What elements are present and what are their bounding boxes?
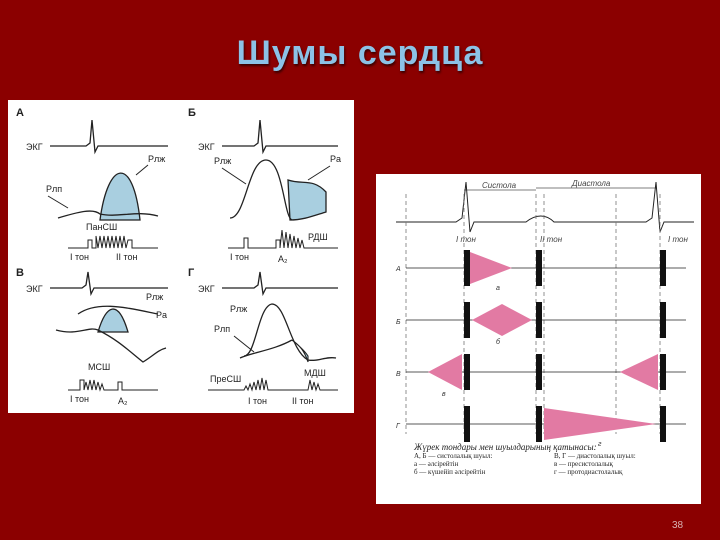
panel-g-letter: Г <box>188 267 195 279</box>
legend-col1-line3: б — күшейіп әлсірейтін <box>414 468 486 476</box>
legend-table: Жүрек тондары мен шуылдарының қатынасы: … <box>414 442 694 476</box>
row-a: А а <box>395 250 686 292</box>
panel-b-plv-label: Pлж <box>214 156 231 166</box>
panel-g: Г ЭКГ Pлж Pлп ПреСШ МДШ I тон II тон <box>188 267 338 406</box>
legend-col1-line2: а — әлсірейтін <box>414 460 459 468</box>
panel-b-pa-label: Pа <box>330 154 341 164</box>
panel-g-murmur1-label: ПреСШ <box>210 374 241 384</box>
panel-v-letter: В <box>16 267 24 279</box>
panel-a-tone2: II тон <box>116 252 138 262</box>
panel-v-ecg-label: ЭКГ <box>26 284 43 294</box>
panel-g-tone1: I тон <box>248 396 267 406</box>
panel-b-murmur-label: РДШ <box>308 232 328 242</box>
panel-g-pla-label: Pлп <box>214 324 230 334</box>
row-v: В в <box>396 354 686 398</box>
slide-title: Шумы сердца <box>236 34 484 72</box>
tone1b-label: I тон <box>668 235 688 244</box>
row-g-label: Г <box>396 423 401 430</box>
row-v-label: В <box>396 371 401 378</box>
panel-b-ecg-label: ЭКГ <box>198 142 215 152</box>
panel-v-pa-label: Pа <box>156 310 167 320</box>
panel-b-tone1: I тон <box>230 252 249 262</box>
legend-col1-line1: А, Б — систолалық шуыл: <box>414 452 493 460</box>
row-g: Г г <box>396 406 686 448</box>
row-b-label: Б <box>396 319 401 326</box>
panel-g-ecg-label: ЭКГ <box>198 284 215 294</box>
panel-a-murmur-label: ПанСШ <box>86 222 117 232</box>
panel-v-tone2: A₂ <box>118 396 128 406</box>
diastole-label: Диастола <box>571 179 611 188</box>
tone2-label: II тон <box>540 235 563 244</box>
page-number: 38 <box>672 520 684 531</box>
panel-b: Б ЭКГ Pлж Pа РДШ I тон A₂ <box>188 107 341 264</box>
panel-a-plv-label: Pлж <box>148 154 165 164</box>
panel-v-plv-label: Pлж <box>146 292 163 302</box>
panel-a: А ЭКГ Pлж Pлп ПанСШ I тон II тон <box>16 107 168 262</box>
row-b: Б б <box>396 302 686 346</box>
pressure-curves-figure: А ЭКГ Pлж Pлп ПанСШ I тон II тон Б ЭКГ P… <box>8 100 354 413</box>
systole-label: Систола <box>482 181 517 190</box>
legend-heading: Жүрек тондары мен шуылдарының қатынасы: <box>414 442 597 452</box>
panel-a-pla-label: Pлп <box>46 184 62 194</box>
row-a-sub: а <box>496 285 500 292</box>
panel-g-murmur2-label: МДШ <box>304 368 326 378</box>
legend-col2-line2: в — пресистолалық <box>554 460 613 468</box>
panel-v-tone1: I тон <box>70 394 89 404</box>
legend-col2-line1: В, Г — диастолалық шуыл: <box>554 452 636 460</box>
panel-a-ecg-label: ЭКГ <box>26 142 43 152</box>
row-b-sub: б <box>496 338 501 346</box>
row-a-label: А <box>395 266 401 273</box>
legend-col2-line3: г — протодиастолалық <box>554 468 623 476</box>
panel-v-murmur-label: МСШ <box>88 362 110 372</box>
panel-g-plv-label: Pлж <box>230 304 247 314</box>
panel-b-letter: Б <box>188 107 196 119</box>
tone1-label: I тон <box>456 235 476 244</box>
panel-v: В ЭКГ Pлж Pа МСШ I тон A₂ <box>16 267 168 406</box>
panel-a-tone1: I тон <box>70 252 89 262</box>
row-v-sub: в <box>442 391 446 398</box>
row-g-sub: г <box>598 441 602 448</box>
murmur-timing-figure: Систола Диастола I тон II тон I тон А а <box>376 174 701 504</box>
panel-g-tone2: II тон <box>292 396 314 406</box>
panel-b-tone2: A₂ <box>278 254 288 264</box>
panel-a-letter: А <box>16 107 24 119</box>
